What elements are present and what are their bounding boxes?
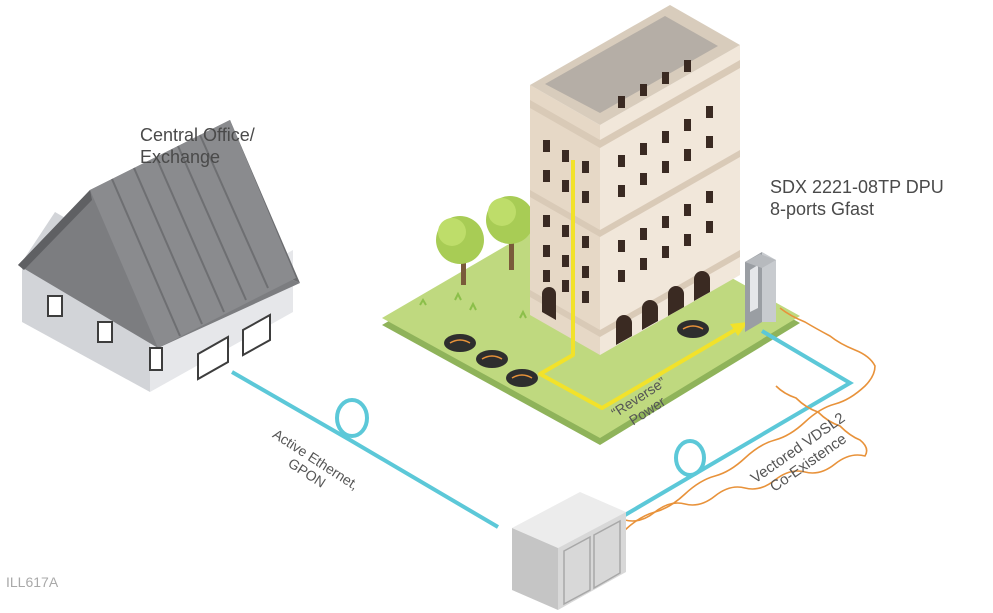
copper-pairs [624,307,876,531]
fiber-line [231,329,854,529]
reverse-power-line [538,160,748,410]
central-office-label-line1: Central Office/ [140,125,255,145]
tree-right [486,196,534,270]
apartment-building [530,5,740,355]
dpu-label: SDX 2221-08TP DPU 8-ports Gfast [770,176,944,220]
dpu-label-line2: 8-ports Gfast [770,199,875,219]
manhole-covers [444,320,709,387]
street-cabinet [512,492,626,610]
central-office-label: Central Office/ Exchange [140,124,255,168]
central-office-building [18,120,300,392]
figure-id: ILL617A [6,574,59,590]
dpu-device [745,252,776,332]
central-office-label-line2: Exchange [140,147,221,167]
dpu-label-line1: SDX 2221-08TP DPU [770,177,944,197]
tree-left [436,216,484,285]
